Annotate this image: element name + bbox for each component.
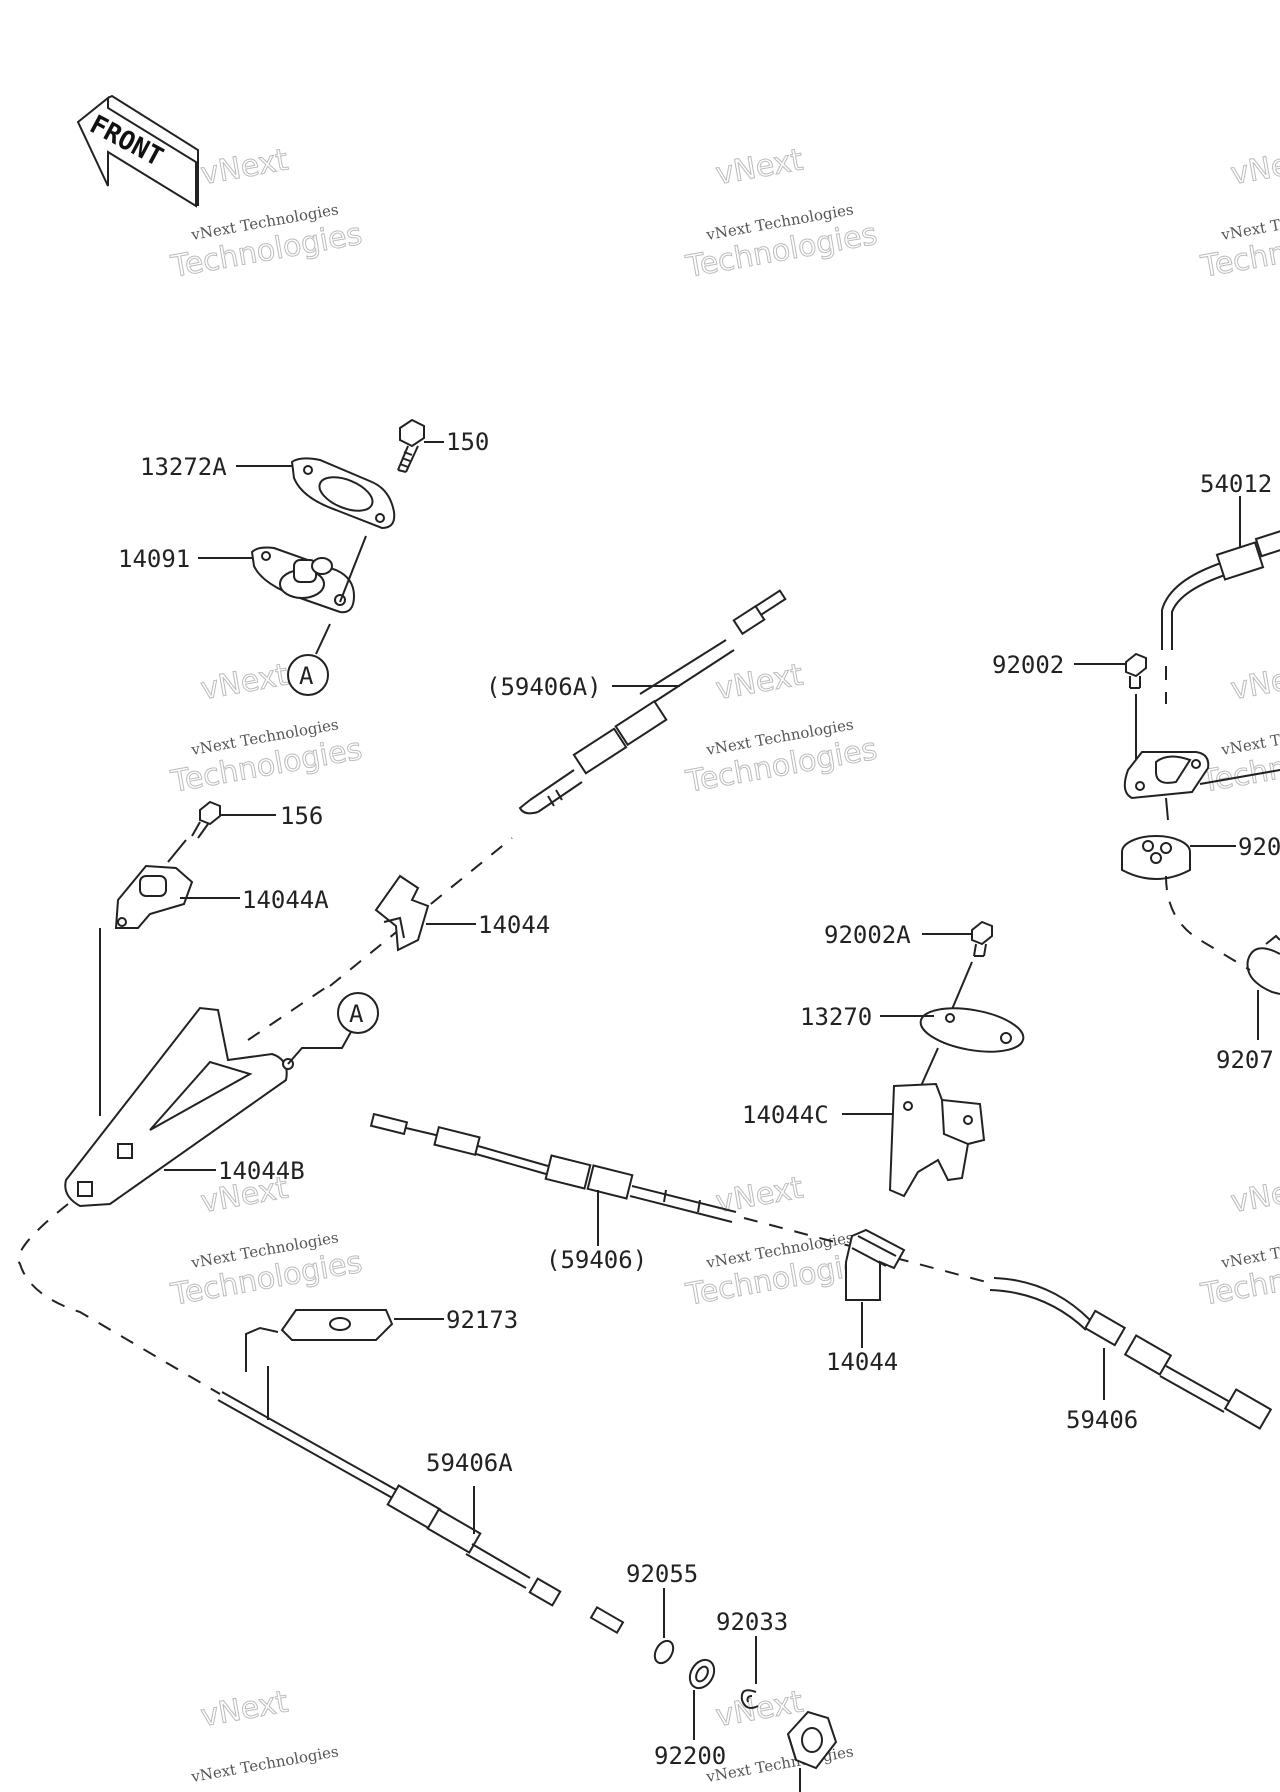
part-label-14044C: 14044C xyxy=(742,1101,829,1129)
part-label-14044-mid: 14044 xyxy=(826,1348,898,1376)
part-label-920: 920 xyxy=(1238,833,1280,861)
watermark-text-vnext: vNext xyxy=(713,657,806,707)
bracket-14044B xyxy=(64,1006,353,1208)
bolt-92002 xyxy=(1074,652,1147,770)
part-label-92002: 92002 xyxy=(992,651,1064,679)
callout-a-mid-label: A xyxy=(349,1000,364,1028)
oring-92055 xyxy=(653,1588,675,1665)
part-label-92002A: 92002A xyxy=(824,921,911,949)
part-label-59406: 59406 xyxy=(1066,1406,1138,1434)
plate-right xyxy=(1123,751,1280,800)
watermark: vNext vNext Technologies xyxy=(189,1684,340,1786)
watermark: vNext vNext Technologies Technologies xyxy=(167,657,365,800)
part-label-54012: 54012 xyxy=(1200,470,1272,498)
part-label-14091: 14091 xyxy=(118,545,190,573)
watermark: vNext vNext Technologies Technologies xyxy=(682,142,880,285)
part-label-156: 156 xyxy=(280,802,323,830)
bracket-14044C xyxy=(842,1082,986,1198)
plate-13270 xyxy=(880,1007,1025,1107)
watermark-text: vNext Technologies xyxy=(189,1742,340,1786)
gasket-13272A xyxy=(236,457,396,530)
part-label-92033: 92033 xyxy=(716,1608,788,1636)
part-label-59406A: 59406A xyxy=(426,1449,513,1477)
cable-59406-right xyxy=(989,1277,1273,1430)
part-label-92055: 92055 xyxy=(626,1560,698,1588)
watermark-text-vnext: vNext xyxy=(198,1684,291,1734)
part-label-59406-paren: (59406) xyxy=(546,1246,647,1274)
bracket-92173 xyxy=(245,1309,444,1420)
part-label-14044-top: 14044 xyxy=(478,911,550,939)
watermark: vNext vNext Technologies Technologies xyxy=(1197,142,1280,285)
watermark: vNext vNext Technologies Technologies xyxy=(682,657,880,800)
bolt-150 xyxy=(397,418,444,473)
cable-59406-center xyxy=(369,1112,737,1246)
watermark-text-vnext: vNext xyxy=(713,1684,806,1734)
callout-a-mid xyxy=(337,992,379,1034)
nut xyxy=(786,1710,838,1792)
part-label-150: 150 xyxy=(446,428,489,456)
clip-14044-mid xyxy=(845,1228,906,1348)
watermark-layer: vNext vNext Technologies Technologies vN… xyxy=(167,142,1280,1786)
cable-54012 xyxy=(1161,496,1280,650)
part-label-14044B: 14044B xyxy=(218,1157,305,1185)
watermark-text-vnext: vNext xyxy=(713,142,806,192)
watermark-text: vNext Technologies xyxy=(704,1742,855,1786)
watermark-text-vnext: vNext xyxy=(1228,657,1280,707)
grommet-920 xyxy=(1121,797,1236,880)
watermark-text-vnext: vNext xyxy=(1228,1170,1280,1220)
part-label-92200: 92200 xyxy=(654,1742,726,1770)
circlip-92033 xyxy=(740,1636,759,1709)
watermark-text-vnext: vNext xyxy=(198,142,291,192)
clamp-14044A xyxy=(114,864,240,929)
part-label-14044A: 14044A xyxy=(242,886,329,914)
watermark: vNext vNext Technologies Technologies xyxy=(1197,1170,1280,1313)
watermark-text-vnext: vNext xyxy=(713,1170,806,1220)
cable-59406A-lower xyxy=(217,1391,625,1635)
front-arrow: FRONT xyxy=(76,94,199,208)
part-label-59406A-paren: (59406A) xyxy=(486,673,602,701)
part-label-9207: 9207 xyxy=(1216,1046,1274,1074)
bolt-92002A xyxy=(922,920,993,1015)
part-label-13272A: 13272A xyxy=(140,453,227,481)
clamp-9207 xyxy=(1246,934,1280,1040)
cable-59406A-upper xyxy=(518,589,787,815)
watermark-text-vnext: vNext xyxy=(198,657,291,707)
callout-a-top-label: A xyxy=(299,662,314,690)
part-label-13270: 13270 xyxy=(800,1003,872,1031)
part-label-92173: 92173 xyxy=(446,1306,518,1334)
callout-a-top xyxy=(287,654,329,696)
plate-14091 xyxy=(198,535,367,614)
watermark-text-vnext: vNext xyxy=(1228,142,1280,192)
bolt-156 xyxy=(167,800,276,863)
clip-14044-top xyxy=(374,874,476,952)
washer-92200 xyxy=(688,1658,716,1740)
